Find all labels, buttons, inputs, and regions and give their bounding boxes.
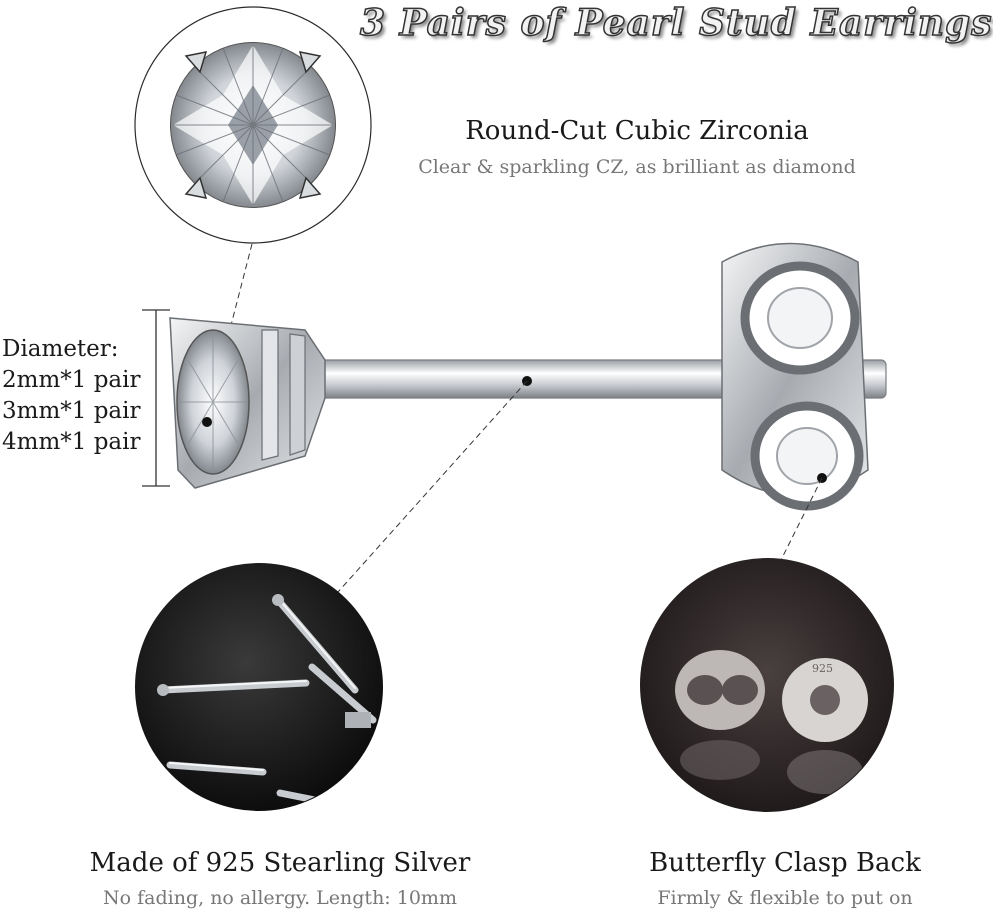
product-illustration: 925 bbox=[134, 6, 894, 812]
clasp-description: Firmly & flexible to put on bbox=[657, 887, 913, 909]
earring-side-view bbox=[169, 242, 887, 511]
diameter-size-3mm: 3mm*1 pair bbox=[2, 398, 141, 424]
clasp-heading: Butterfly Clasp Back bbox=[649, 848, 921, 878]
material-description: No fading, no allergy. Length: 10mm bbox=[103, 887, 457, 909]
diameter-bracket bbox=[142, 309, 170, 487]
diameter-label: Diameter: bbox=[2, 336, 119, 362]
diameter-size-4mm: 4mm*1 pair bbox=[2, 429, 141, 455]
zirconia-closeup bbox=[134, 6, 372, 244]
stone-heading: Round-Cut Cubic Zirconia bbox=[465, 116, 809, 146]
material-leader-line bbox=[337, 380, 528, 593]
material-heading: Made of 925 Stearling Silver bbox=[89, 848, 471, 878]
butterfly-backs-photo: 925 bbox=[640, 558, 894, 812]
diameter-size-2mm: 2mm*1 pair bbox=[2, 367, 141, 393]
clasp-stamp-text: 925 bbox=[812, 662, 833, 675]
diameter-info: Diameter: 2mm*1 pair 3mm*1 pair 4mm*1 pa… bbox=[2, 334, 162, 458]
stone-description: Clear & sparkling CZ, as brilliant as di… bbox=[418, 156, 856, 178]
page-title: 3 Pairs of Pearl Stud Earrings bbox=[359, 1, 993, 45]
silver-posts-photo bbox=[135, 563, 383, 811]
clasp-leader-line bbox=[779, 477, 823, 563]
